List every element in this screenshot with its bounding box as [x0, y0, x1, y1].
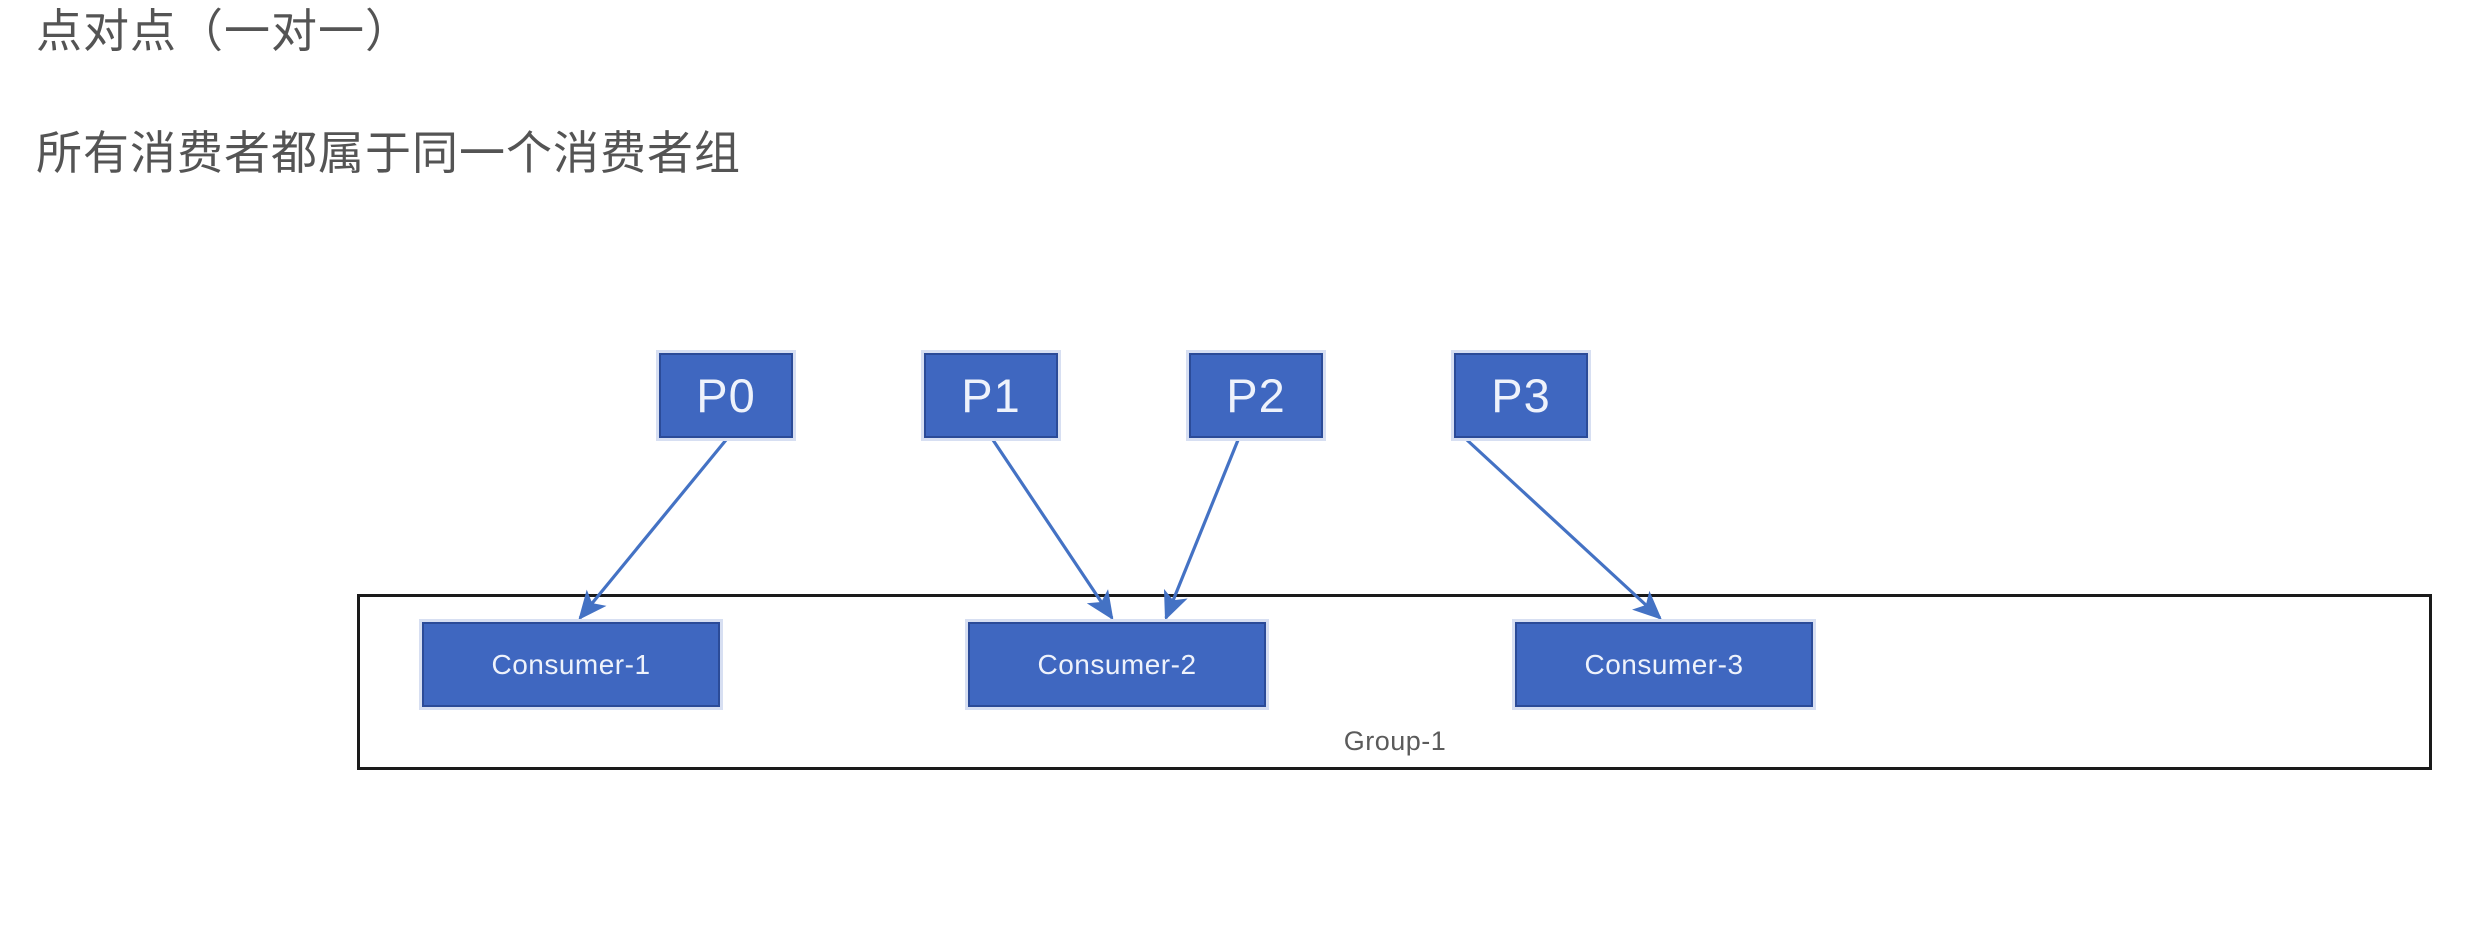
consumer-node-1[interactable]: Consumer-1: [419, 619, 723, 710]
consumer-node-2[interactable]: Consumer-2: [965, 619, 1269, 710]
partition-label-p2: P2: [1226, 369, 1286, 422]
arrow-p2-to-consumer-2: [1163, 439, 1240, 621]
partition-label-p3: P3: [1491, 369, 1551, 422]
consumer-label-2: Consumer-2: [1037, 648, 1197, 680]
partition-node-p2[interactable]: P2: [1186, 350, 1326, 441]
consumer-group-box: [357, 594, 2432, 770]
partition-label-p1: P1: [961, 369, 1021, 422]
page-subtitle: 所有消费者都属于同一个消费者组: [36, 127, 741, 179]
partition-label-p0: P0: [696, 369, 756, 422]
partition-node-p3[interactable]: P3: [1451, 350, 1591, 441]
arrow-p0-to-consumer-1: [578, 438, 728, 620]
consumer-label-3: Consumer-3: [1584, 648, 1744, 680]
consumer-node-3[interactable]: Consumer-3: [1512, 619, 1816, 710]
arrow-p3-to-consumer-3: [1465, 438, 1662, 620]
arrow-p1-to-consumer-2: [991, 439, 1114, 621]
consumer-label-1: Consumer-1: [491, 648, 651, 680]
partition-node-p0[interactable]: P0: [656, 350, 796, 441]
consumer-group-label: Group-1: [1343, 726, 1447, 756]
partition-node-p1[interactable]: P1: [921, 350, 1061, 441]
page-title: 点对点（一对一）: [36, 5, 412, 57]
